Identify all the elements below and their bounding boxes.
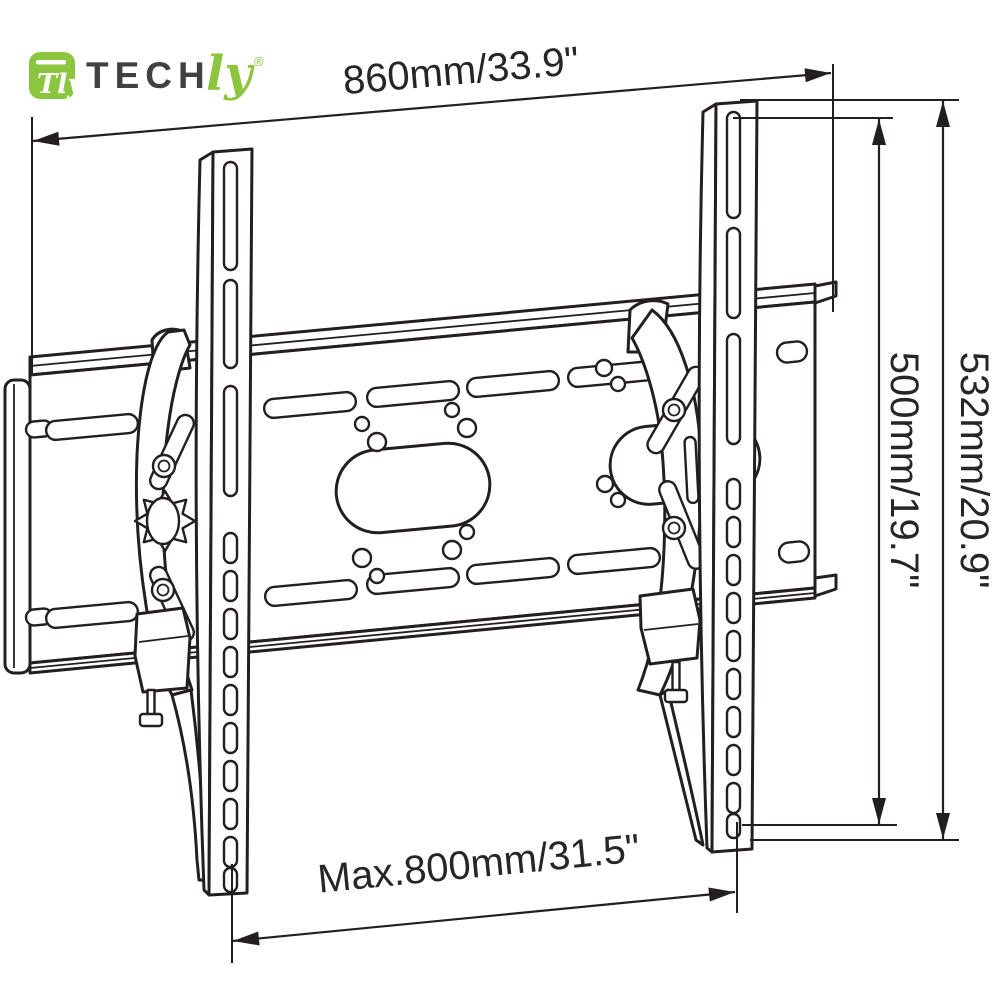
plate-top-foot xyxy=(813,280,838,305)
right-rail-slots xyxy=(725,110,742,840)
plate-bottom-foot xyxy=(813,573,838,598)
dimension-label-bracket-height: 500mm/19.7" xyxy=(882,352,926,589)
left-clamp xyxy=(133,606,192,728)
plate-mounting-holes xyxy=(351,358,627,585)
logo-icon-bar xyxy=(36,60,66,65)
arrow-left-icon xyxy=(233,931,260,946)
arrow-right-icon xyxy=(804,68,831,83)
techly-logo: Tly TECH ly ® xyxy=(29,46,264,102)
left-clamp-screw xyxy=(146,688,156,718)
dimension-label-overall-height: 532mm/20.9" xyxy=(952,352,996,589)
left-upper-wing-bolt xyxy=(148,413,196,491)
logo-icon-text: Tly xyxy=(37,69,85,100)
dimension-860mm: 860mm/33.9" xyxy=(31,39,834,373)
arrow-up-icon xyxy=(872,119,886,145)
arrow-up-icon xyxy=(936,101,950,127)
plate-center-cutout xyxy=(334,441,492,535)
plate-upper-slots xyxy=(24,359,662,442)
dimension-max-800mm: Max.800mm/31.5" xyxy=(231,822,738,963)
left-tilt-mechanism xyxy=(133,327,208,882)
left-star-knob xyxy=(133,489,197,553)
right-bracket-rail xyxy=(697,99,759,854)
dimension-500mm: 500mm/19.7" xyxy=(733,117,926,826)
registered-trademark-icon: ® xyxy=(254,54,264,69)
arrow-down-icon xyxy=(936,813,950,839)
right-clamp xyxy=(638,587,702,704)
arrow-right-icon xyxy=(708,887,735,902)
dimension-label-top-width: 860mm/33.9" xyxy=(341,39,580,103)
logo-wordmark: TECH xyxy=(86,55,211,96)
left-bracket-rail xyxy=(194,147,254,897)
right-clamp-screw xyxy=(671,660,681,694)
left-rail-slots xyxy=(222,160,239,894)
right-tilt-mechanism xyxy=(626,299,706,847)
arrow-down-icon xyxy=(872,798,886,824)
tilt-slot xyxy=(683,435,700,505)
dimension-532mm: 532mm/20.9" xyxy=(740,99,996,841)
arrow-left-icon xyxy=(33,131,60,146)
dimension-label-max-width: Max.800mm/31.5" xyxy=(316,826,642,901)
logo-wordmark-suffix: ly xyxy=(206,46,255,102)
plate-lower-slots xyxy=(24,546,662,630)
